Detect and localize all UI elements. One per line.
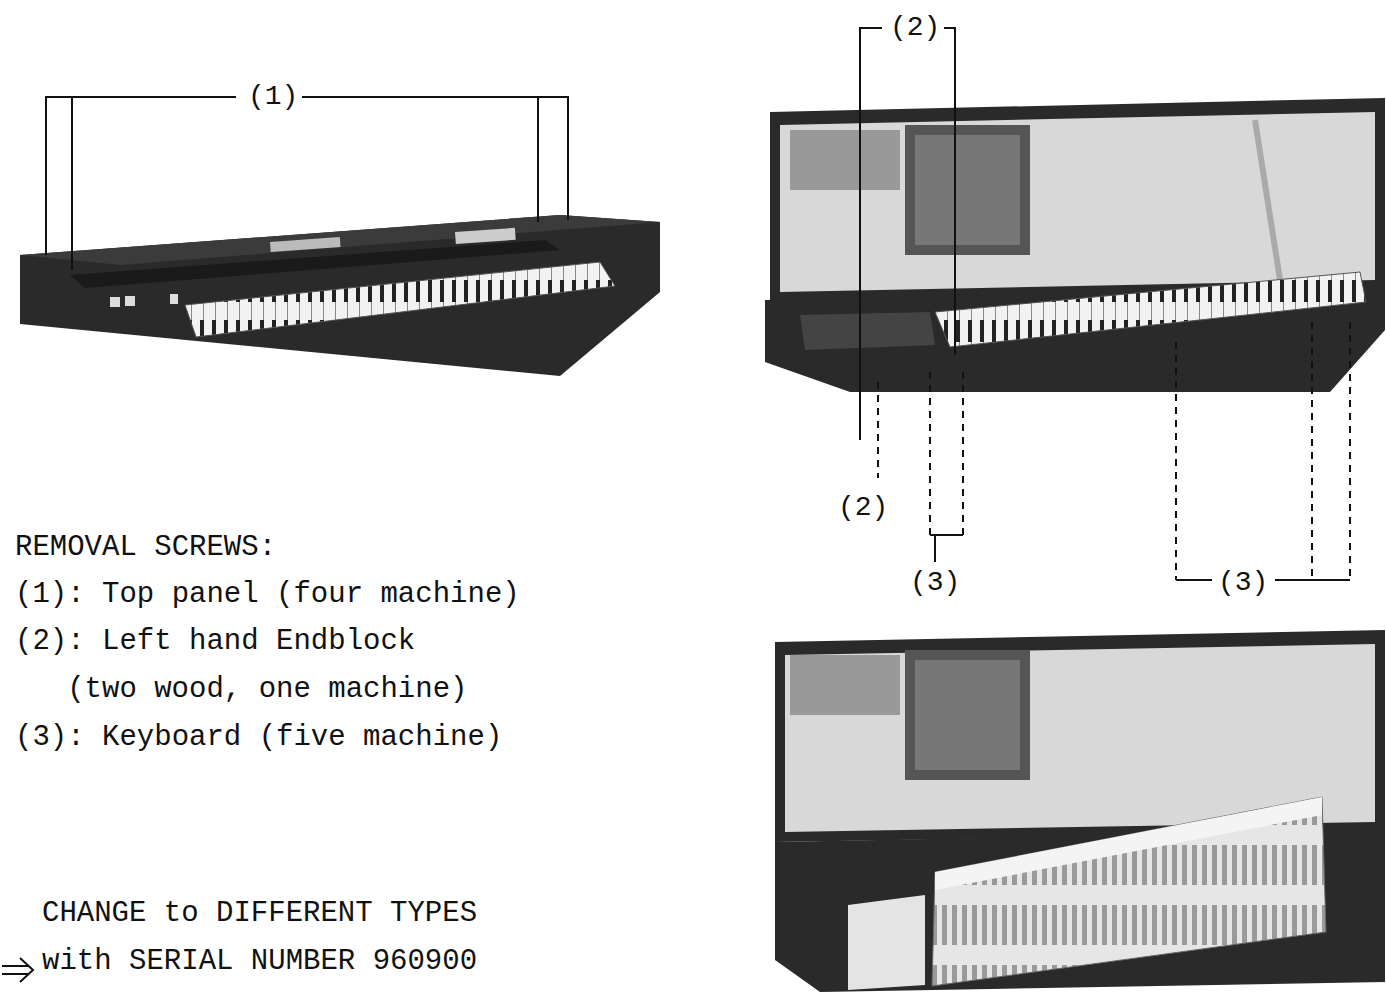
callout-number: (3)	[906, 566, 964, 600]
dashed-leaders	[878, 322, 1350, 580]
callout-number: (1)	[244, 80, 302, 114]
leader-lines	[860, 28, 955, 440]
organ-without-keyboard	[775, 630, 1385, 992]
callout-number: (2)	[834, 491, 892, 525]
pointer-arrow	[2, 958, 33, 982]
note: CHANGE to DIFFERENT TYPES with SERIAL NU…	[42, 890, 477, 986]
callout-number: (2)	[886, 11, 944, 45]
open-organ	[765, 98, 1385, 392]
leader-lines	[46, 97, 568, 270]
brackets	[930, 535, 1350, 580]
list-heading: REMOVAL SCREWS:	[15, 524, 276, 572]
callout-number: (3)	[1214, 566, 1272, 600]
list-item: (3): Keyboard (five machine)	[15, 714, 502, 762]
list-item: (1): Top panel (four machine)	[15, 571, 520, 619]
list-item: (2): Left hand Endblock (two wood, one m…	[15, 618, 485, 714]
closed-organ	[20, 215, 660, 376]
